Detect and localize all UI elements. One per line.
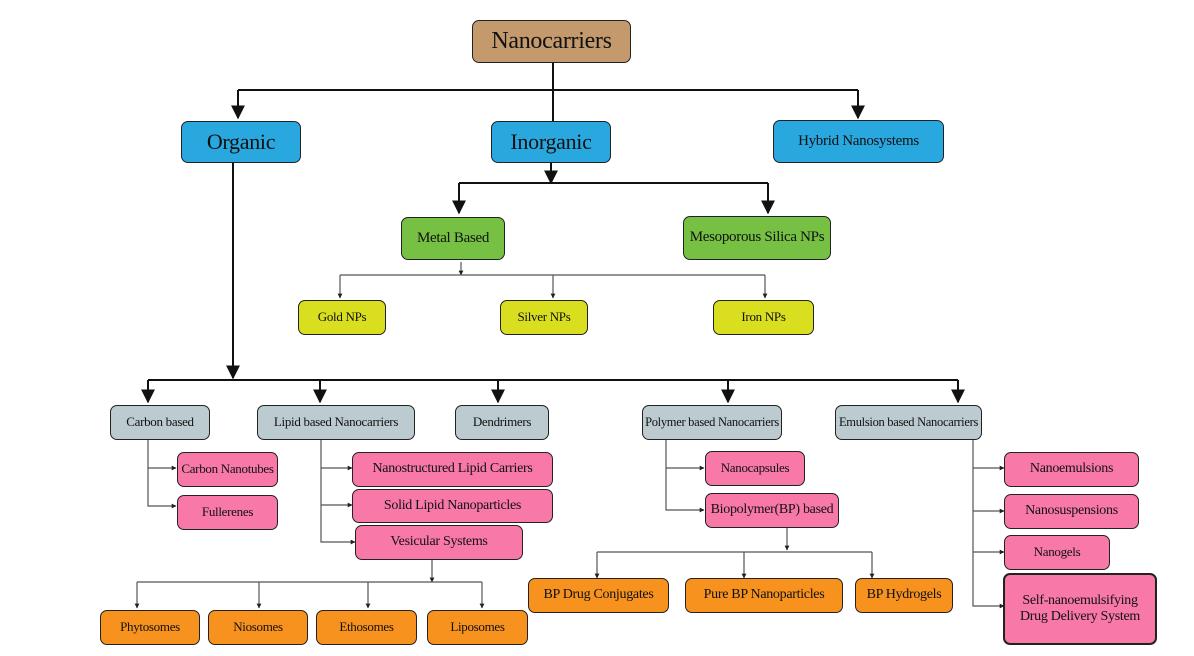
node-biopolymer-based: Biopolymer(BP) based [705,493,839,528]
node-pure-bp-nanoparticles: Pure BP Nanoparticles [685,578,843,613]
node-nanocapsules: Nanocapsules [705,451,805,486]
node-inorganic: Inorganic [491,121,611,163]
node-iron-nps: Iron NPs [713,300,814,335]
node-lipid-based: Lipid based Nanocarriers [257,405,415,440]
node-nanocarriers: Nanocarriers [472,20,631,63]
node-vesicular-systems: Vesicular Systems [355,525,523,560]
node-carbon-nanotubes: Carbon Nanotubes [177,452,278,487]
node-niosomes: Niosomes [208,610,308,645]
node-liposomes: Liposomes [427,610,528,645]
node-bp-drug-conjugates: BP Drug Conjugates [528,578,669,613]
node-silver-nps: Silver NPs [500,300,588,335]
node-phytosomes: Phytosomes [100,610,200,645]
node-emulsion-based: Emulsion based Nanocarriers [835,405,982,440]
node-carbon-based: Carbon based [110,405,210,440]
node-self-nanoemulsifying-dds: Self-nanoemulsifying Drug Delivery Syste… [1003,573,1157,645]
node-nanostructured-lipid-carriers: Nanostructured Lipid Carriers [352,452,553,487]
node-ethosomes: Ethosomes [316,610,417,645]
node-nanogels: Nanogels [1004,535,1110,570]
main-connectors [141,63,965,404]
node-fullerenes: Fullerenes [177,495,278,530]
node-gold-nps: Gold NPs [298,300,386,335]
node-mesoporous-silica: Mesoporous Silica NPs [683,216,831,260]
node-nanoemulsions: Nanoemulsions [1004,452,1139,487]
node-solid-lipid-nanoparticles: Solid Lipid Nanoparticles [352,489,553,523]
node-polymer-based: Polymer based Nanocarriers [642,405,782,440]
node-bp-hydrogels: BP Hydrogels [855,578,953,613]
minor-connectors [134,262,1005,609]
node-organic: Organic [181,121,301,163]
node-dendrimers: Dendrimers [455,405,549,440]
node-hybrid-nanosystems: Hybrid Nanosystems [773,120,944,163]
node-nanosuspensions: Nanosuspensions [1004,494,1139,529]
node-metal-based: Metal Based [401,217,505,260]
